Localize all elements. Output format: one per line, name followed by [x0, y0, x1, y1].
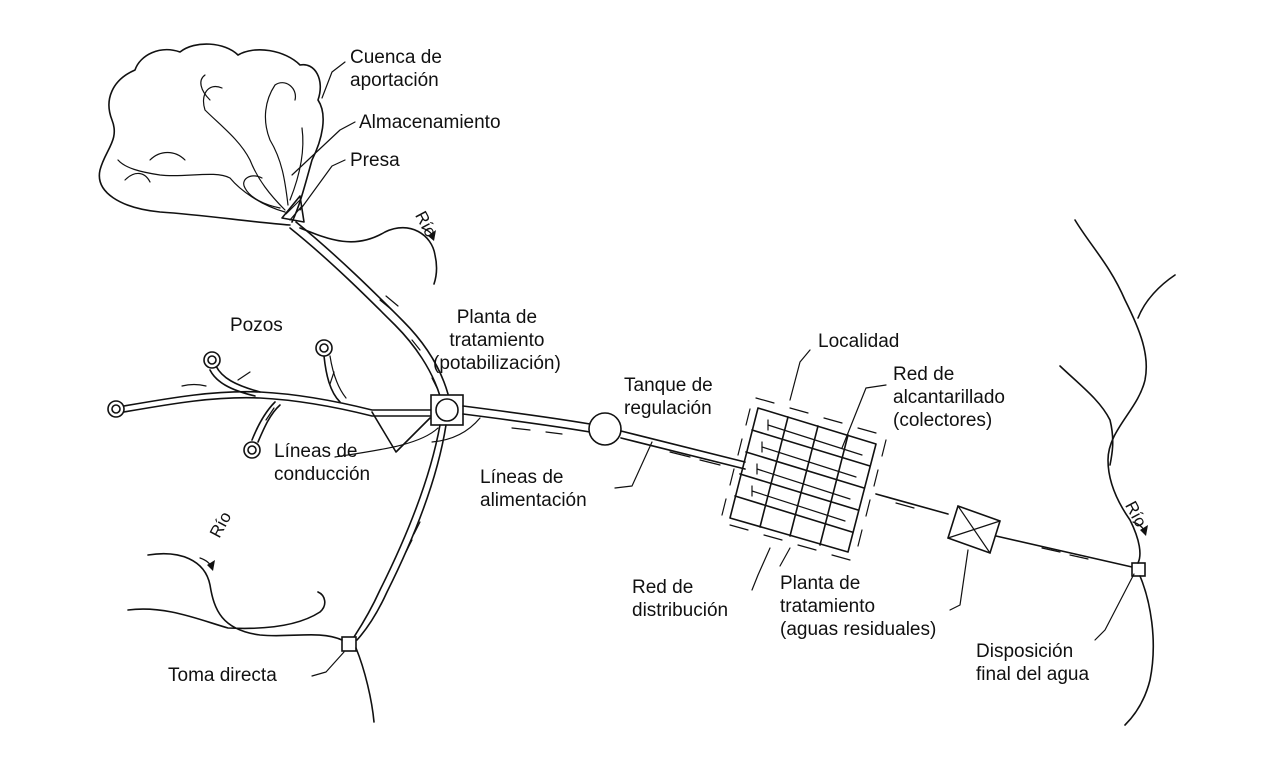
- regulation-tank-symbol: [588, 412, 622, 446]
- conduction-line-dam-plant: [289, 221, 449, 397]
- leader-lines: [291, 61, 1135, 677]
- wastewater-plant-symbol: [947, 504, 1001, 555]
- well-circles: [107, 339, 333, 459]
- label-red-distribucion: Red de distribución: [632, 577, 729, 621]
- dam-drawing: [281, 195, 305, 223]
- label-lineas-alimentacion: Líneas de alimentación: [480, 467, 587, 511]
- wells-lines: [123, 355, 433, 443]
- feed-line-plant-tank: [462, 405, 591, 435]
- right-river-bank: [1074, 219, 1148, 564]
- label-cuenca: Cuenca de aportación: [350, 47, 442, 91]
- label-almacenamiento: Almacenamiento: [359, 112, 501, 133]
- label-disposicion: Disposición final del agua: [976, 641, 1090, 685]
- sewer-collectors: [751, 419, 863, 522]
- right-river-branch: [1059, 365, 1114, 466]
- left-river: [147, 553, 343, 641]
- distribution-grid: [729, 407, 877, 553]
- label-localidad: Localidad: [818, 331, 900, 352]
- left-river-bank: [127, 591, 326, 630]
- label-red-alcantarillado: Red de alcantarillado (colectores): [893, 364, 1005, 431]
- sewer-line-city-plant: [875, 493, 949, 515]
- label-lineas-conduccion: Líneas de conducción: [274, 441, 371, 485]
- watershed-drawing: [98, 43, 324, 226]
- label-pozos: Pozos: [230, 315, 283, 336]
- discharge-line: [995, 535, 1133, 568]
- locality-boundary: [721, 397, 887, 561]
- conduction-line-plant-intake: [351, 424, 447, 641]
- right-river-upper: [1137, 274, 1176, 319]
- label-presa: Presa: [350, 150, 400, 171]
- label-tanque: Tanque de regulación: [624, 375, 713, 419]
- feed-line-tank-city: [620, 430, 746, 470]
- treatment-plant-symbol: [430, 394, 464, 426]
- junction-triangle: [371, 411, 431, 453]
- upper-river: [299, 226, 438, 285]
- right-river-lower: [1124, 575, 1155, 726]
- label-planta-potabilizacion: Planta de tratamiento (potabilización): [433, 307, 561, 374]
- label-toma-directa: Toma directa: [168, 665, 277, 686]
- direct-intake-symbol: [341, 636, 357, 652]
- label-planta-residuales: Planta de tratamiento (aguas residuales): [780, 573, 937, 640]
